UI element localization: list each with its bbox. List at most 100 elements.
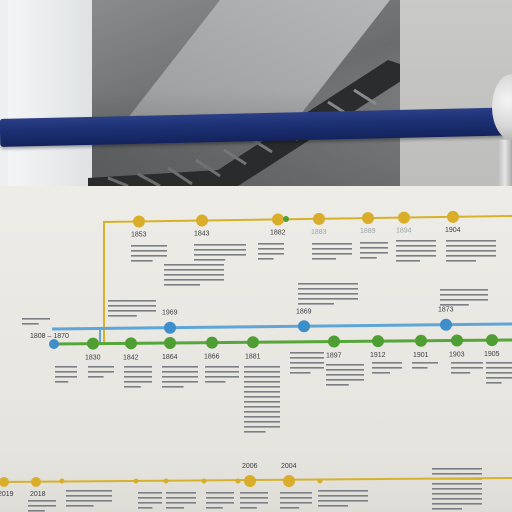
green-year-label: 1842 xyxy=(123,354,139,361)
description-line xyxy=(432,468,482,470)
description-line xyxy=(138,492,162,494)
description-line xyxy=(205,381,226,383)
description-line xyxy=(131,260,153,262)
description-line xyxy=(194,244,246,246)
green-timeline-node xyxy=(164,336,176,349)
description-line xyxy=(451,362,483,364)
description-line xyxy=(66,505,94,507)
green-year-label: 1905 xyxy=(484,351,500,358)
description-line xyxy=(66,495,112,497)
description-line xyxy=(244,416,280,418)
description-line xyxy=(372,367,402,369)
description-line xyxy=(22,318,50,320)
description-line xyxy=(206,492,234,494)
description-line xyxy=(360,247,388,249)
left-wall-panel xyxy=(8,0,94,186)
description-line xyxy=(360,257,377,259)
gold-year-label: 1894 xyxy=(396,228,412,235)
description-line xyxy=(486,367,512,369)
green-year-label: 1866 xyxy=(204,354,220,361)
description-line xyxy=(138,507,153,509)
description-line xyxy=(440,294,488,296)
description-line xyxy=(55,371,77,373)
left-range-label: 1808 – 1870 xyxy=(30,333,69,340)
bottom-left-timeline-node xyxy=(0,477,9,487)
description-line xyxy=(66,500,112,502)
description-line xyxy=(440,289,488,291)
blue-year-label: 1969 xyxy=(162,310,178,317)
description-line xyxy=(166,507,184,509)
description-line xyxy=(206,502,234,504)
description-line xyxy=(451,372,471,374)
gold-year-label: 1843 xyxy=(194,231,210,238)
description-line xyxy=(124,371,152,373)
description-line xyxy=(124,386,141,388)
gold-timeline-node xyxy=(196,214,208,227)
description-line xyxy=(138,502,162,504)
green-year-label: 1903 xyxy=(449,351,465,358)
description-line xyxy=(290,357,324,359)
green-timeline-node xyxy=(451,334,463,347)
description-line xyxy=(360,252,388,254)
description-line xyxy=(162,381,198,383)
gold-year-label: 1883 xyxy=(311,229,327,236)
blue-year-label: 1869 xyxy=(296,308,312,315)
description-line xyxy=(205,366,239,368)
description-line xyxy=(372,362,402,364)
description-line xyxy=(131,245,167,247)
blue-timeline-node xyxy=(298,320,310,333)
description-line xyxy=(298,288,358,290)
description-line xyxy=(124,376,152,378)
description-line xyxy=(206,497,234,499)
green-timeline-node xyxy=(125,337,137,350)
description-line xyxy=(440,299,488,301)
green-year-label: 1901 xyxy=(413,352,429,359)
green-timeline-node xyxy=(328,335,340,348)
description-line xyxy=(244,401,280,403)
description-line xyxy=(298,303,334,305)
description-line xyxy=(360,242,388,244)
description-line xyxy=(244,421,280,423)
description-line xyxy=(28,505,56,507)
description-line xyxy=(290,367,324,369)
bottom-gold-timeline: 2006200420192018 xyxy=(0,463,512,498)
description-line xyxy=(131,250,167,252)
green-timeline-node xyxy=(87,337,99,350)
description-line xyxy=(108,305,156,307)
gold-timeline-node xyxy=(447,210,459,223)
description-line xyxy=(166,497,196,499)
description-line xyxy=(138,497,162,499)
description-line xyxy=(206,507,223,509)
description-line xyxy=(451,367,483,369)
description-line xyxy=(312,258,336,260)
description-line xyxy=(244,431,266,433)
description-line xyxy=(432,473,482,475)
bottom-left-year-label: 2019 xyxy=(0,491,14,498)
description-line xyxy=(326,374,364,376)
description-line xyxy=(244,376,280,378)
bottom-small-node xyxy=(201,478,207,484)
description-line xyxy=(258,248,284,250)
description-line xyxy=(298,283,358,285)
description-line xyxy=(298,293,358,295)
description-line xyxy=(164,279,224,281)
description-line xyxy=(412,362,438,364)
bottom-left-timeline-node xyxy=(31,477,41,487)
description-line xyxy=(164,274,224,276)
description-line xyxy=(486,382,502,384)
bottom-timeline-node xyxy=(283,475,295,487)
description-line xyxy=(326,364,364,366)
gold-timeline-node xyxy=(362,212,374,225)
description-line xyxy=(244,366,280,368)
gold-junction-dot xyxy=(283,216,289,222)
description-line xyxy=(244,426,280,428)
description-line xyxy=(258,243,284,245)
description-line xyxy=(240,507,257,509)
description-line xyxy=(194,259,226,261)
description-line xyxy=(318,500,368,502)
